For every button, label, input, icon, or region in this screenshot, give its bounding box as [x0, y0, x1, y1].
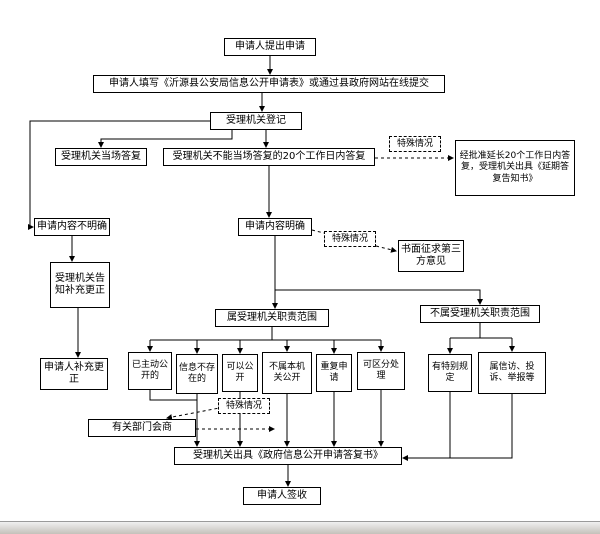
node-content-unclear: 申请内容不明确 — [34, 218, 110, 236]
edge-register-to-onsite — [98, 130, 233, 148]
node-already-public: 已主动公开的 — [128, 352, 172, 390]
node-petition-complaint: 属信访、投诉、举报等 — [478, 352, 546, 394]
node-register: 受理机关登记 — [210, 112, 302, 130]
node-submit-application: 申请人提出申请 — [224, 38, 316, 56]
node-notify-supplement: 受理机关告知补充更正 — [50, 262, 110, 308]
node-content-clear: 申请内容明确 — [238, 218, 312, 236]
node-dept-consult: 有关部门会商 — [88, 419, 196, 437]
node-third-party-opinion: 书面征求第三方意见 — [398, 240, 464, 272]
node-can-disclose: 可以公开 — [222, 354, 258, 392]
node-special-case-3: 特殊情况 — [218, 398, 270, 414]
node-out-of-scope: 不属受理机关职责范围 — [420, 305, 540, 323]
window-bottom-bar — [0, 521, 600, 534]
node-repeat-application: 重复申请 — [316, 354, 352, 392]
node-applicant-supplement: 申请人补充更正 — [40, 358, 108, 390]
node-sign-receipt: 申请人签收 — [243, 487, 321, 505]
edge-right-branch-to-reply — [402, 394, 513, 461]
node-special-case-2: 特殊情况 — [324, 231, 376, 247]
node-separable-handling: 可区分处理 — [357, 352, 405, 390]
node-onsite-reply: 受理机关当场答复 — [55, 148, 147, 166]
node-info-not-exist: 信息不存在的 — [176, 354, 218, 394]
node-issue-reply-document: 受理机关出具《政府信息公开申请答复书》 — [174, 447, 402, 465]
edge-register-to-unclear — [28, 120, 210, 230]
node-extended-reply: 经批准延长20个工作日内答复，受理机关出具《延期答复告知书》 — [455, 140, 575, 196]
node-special-case-1: 特殊情况 — [389, 136, 441, 152]
node-special-provision: 有特别规定 — [428, 354, 472, 392]
node-not-this-authority: 不属本机关公开 — [262, 352, 312, 394]
edge-clear-to-outscope — [275, 289, 483, 305]
node-reply-20days: 受理机关不能当场答复的20个工作日内答复 — [163, 148, 375, 166]
node-in-scope: 属受理机关职责范围 — [215, 309, 329, 327]
node-fill-form: 申请人填写《沂源县公安局信息公开申请表》或通过县政府网站在线提交 — [93, 75, 445, 93]
